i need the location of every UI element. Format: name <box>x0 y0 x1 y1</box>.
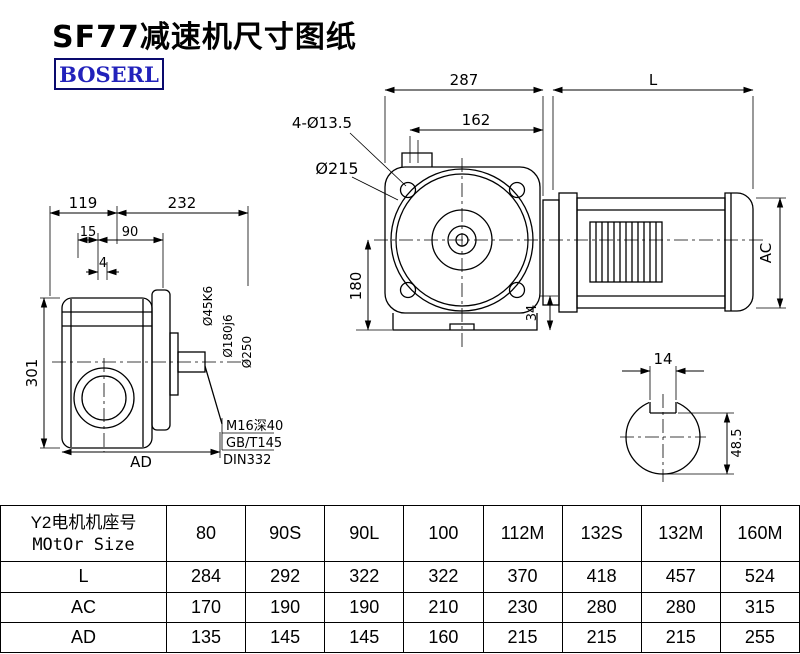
dim-180: 180 <box>347 272 365 301</box>
dim-dia215: Ø215 <box>315 159 358 178</box>
cell: 315 <box>719 591 800 623</box>
cell: 215 <box>561 621 642 654</box>
cell: 170 <box>165 591 247 623</box>
col-header: 80 <box>165 504 247 563</box>
header-motor-size-en: MOtOr Size <box>32 534 135 555</box>
motor-flange-ring <box>558 192 578 313</box>
cell: 215 <box>640 621 721 654</box>
side-view: 119 232 15 90 4 301 AD Ø45K6 Ø180j6 Ø250… <box>23 194 283 471</box>
front-dimension-lines <box>364 86 784 331</box>
dim-shaft-dia: Ø45K6 <box>201 286 215 326</box>
cell: 135 <box>165 621 247 654</box>
dim-119: 119 <box>69 194 98 212</box>
tap-note-line1: M16深40 <box>226 419 283 434</box>
cell: 418 <box>561 561 642 593</box>
col-header: 90S <box>245 504 326 563</box>
col-header: 100 <box>403 504 484 563</box>
dim-15: 15 <box>80 225 97 240</box>
bolt-hole <box>399 181 417 199</box>
table-row-AD: AD 135 145 145 160 215 215 215 255 <box>0 621 800 654</box>
dim-ad: AD <box>130 453 152 471</box>
page-title: SF77减速机尺寸图纸 <box>52 20 357 55</box>
cell: 210 <box>403 591 484 623</box>
dim-flat-to-bottom: 48.5 <box>730 429 745 458</box>
gearbox-side-body <box>61 289 223 449</box>
front-centerlines <box>374 158 766 350</box>
row-label: AD <box>0 621 167 654</box>
cell: 255 <box>719 621 800 654</box>
dim-287: 287 <box>450 71 479 89</box>
output-flange <box>151 289 171 431</box>
dim-162: 162 <box>462 111 491 129</box>
dim-232: 232 <box>168 194 197 212</box>
dim-flange-dia: Ø250 <box>240 336 254 368</box>
bolt-hole <box>508 181 526 199</box>
cell: 190 <box>324 591 405 623</box>
logo-text: BOSERL <box>59 61 159 87</box>
col-header: 132S <box>561 504 642 563</box>
cell: 284 <box>165 561 247 593</box>
dim-L: L <box>649 71 658 89</box>
flange-spigot <box>169 332 179 396</box>
side-centerlines <box>52 358 252 452</box>
cell: 230 <box>482 591 563 623</box>
shaft-dimension-lines <box>622 367 731 475</box>
cell: 322 <box>403 561 484 593</box>
gearbox-front-body <box>384 152 754 331</box>
dim-ac: AC <box>757 243 775 263</box>
bolt-hole <box>399 281 417 299</box>
shaft-centerlines <box>620 394 706 482</box>
housing-base <box>392 313 538 331</box>
motor-adapter <box>542 199 560 306</box>
col-header: 160M <box>719 504 800 563</box>
cell: 190 <box>245 591 326 623</box>
shaft-section: 14 48.5 <box>620 350 745 482</box>
dim-spigot-dia: Ø180j6 <box>221 314 235 357</box>
cell: 215 <box>482 621 563 654</box>
cell: 160 <box>403 621 484 654</box>
tap-note-line3: DIN332 <box>223 453 271 468</box>
bolt-hole <box>508 281 526 299</box>
motor-size-table: Y2电机机座号 MOtOr Size 80 90S 90L 100 112M 1… <box>0 504 800 654</box>
dim-301: 301 <box>23 359 41 388</box>
technical-drawing: 119 232 15 90 4 301 AD Ø45K6 Ø180j6 Ø250… <box>23 71 786 482</box>
header-motor-size: Y2电机机座号 MOtOr Size <box>0 504 167 563</box>
motor-body <box>576 197 726 309</box>
dim-key-width: 14 <box>653 350 672 368</box>
fan-cowl <box>724 192 754 312</box>
cell: 280 <box>640 591 721 623</box>
dim-4: 4 <box>99 256 107 271</box>
cell: 457 <box>640 561 721 593</box>
cell: 370 <box>482 561 563 593</box>
cell: 292 <box>245 561 326 593</box>
front-view: 287 L 162 4-Ø13.5 Ø215 180 34 AC <box>292 71 786 350</box>
row-label: L <box>0 561 167 593</box>
dim-34: 34 <box>525 305 540 322</box>
col-header: 132M <box>640 504 721 563</box>
col-header: 112M <box>482 504 563 563</box>
tap-note-line2: GB/T145 <box>226 436 282 451</box>
dim-90: 90 <box>122 225 139 240</box>
table-row-L: L 284 292 322 322 370 418 457 524 <box>0 561 800 593</box>
cell: 145 <box>324 621 405 654</box>
cell: 280 <box>561 591 642 623</box>
holes-note: 4-Ø13.5 <box>292 114 352 132</box>
front-extension-lines <box>349 96 786 331</box>
logo-box: BOSERL <box>54 58 164 90</box>
cell: 524 <box>719 561 800 593</box>
cell: 322 <box>324 561 405 593</box>
table-row-AC: AC 170 190 190 210 230 280 280 315 <box>0 591 800 623</box>
col-header: 90L <box>324 504 405 563</box>
table-header-row: Y2电机机座号 MOtOr Size 80 90S 90L 100 112M 1… <box>0 504 800 563</box>
side-dimension-lines <box>40 209 249 456</box>
cell: 145 <box>245 621 326 654</box>
row-label: AC <box>0 591 167 623</box>
header-motor-size-cn: Y2电机机座号 <box>30 513 137 533</box>
